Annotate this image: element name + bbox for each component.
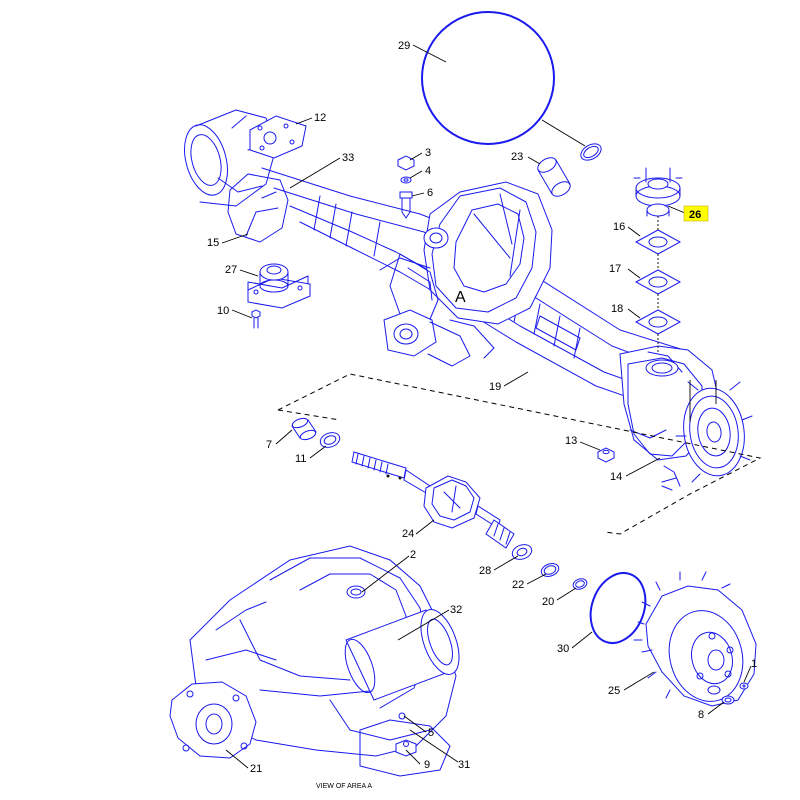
callout-30: 30: [557, 643, 569, 655]
nut-8: [707, 685, 735, 705]
bearing-carrier-27: [247, 263, 311, 309]
callout-21: 21: [250, 763, 262, 775]
bolt-10: [251, 309, 261, 329]
callout-8: 8: [698, 709, 704, 721]
callout-32: 32: [450, 604, 462, 616]
callout-1: 1: [751, 658, 757, 670]
callout-23: 23: [511, 151, 523, 163]
nut-13: [597, 447, 615, 463]
callout-20: 20: [542, 596, 554, 608]
axle-housing-19: [184, 109, 753, 491]
callout-13: 13: [565, 435, 577, 447]
callout-12: 12: [314, 112, 326, 124]
gasket-18: [634, 309, 682, 335]
callout-19: 19: [489, 381, 501, 393]
bushing-23: [537, 143, 602, 197]
screw-1: [739, 682, 749, 690]
callout-7: 7: [266, 439, 272, 451]
callout-16: 16: [613, 221, 625, 233]
callout-29: 29: [398, 40, 410, 52]
o-ring-30: [589, 572, 647, 644]
callout-14: 14: [610, 471, 622, 483]
callout-5: 5: [428, 727, 434, 739]
callout-27: 27: [225, 264, 237, 276]
hub-drum-25: [633, 571, 757, 707]
ring-22: [540, 563, 560, 577]
bushing-7: [291, 417, 317, 441]
callout-9: 9: [424, 759, 430, 771]
callout-26-highlight: [683, 205, 709, 222]
callout-4: 4: [425, 165, 431, 177]
o-ring-29: [421, 11, 555, 145]
callout-26: 26: [689, 209, 701, 221]
callout-11: 11: [295, 453, 306, 465]
area-a-marker: A: [455, 289, 466, 306]
callout-15: 15: [207, 237, 219, 249]
callout-33: 33: [342, 152, 354, 164]
ring-28: [511, 544, 533, 560]
callout-22: 22: [512, 579, 524, 591]
callout-24: 24: [402, 528, 414, 540]
view-area-dashed-outline: [277, 373, 762, 535]
gasket-17: [634, 269, 682, 295]
callout-3: 3: [425, 147, 431, 159]
ring-20: [572, 578, 588, 590]
axle-shaft-24: [351, 451, 515, 549]
callout-25: 25: [608, 685, 620, 697]
callout-18: 18: [611, 303, 623, 315]
callout-17: 17: [609, 263, 621, 275]
view-caption: VIEW OF AREA A: [316, 783, 372, 790]
gasket-16: [634, 229, 682, 255]
seal-11: [319, 432, 341, 448]
callout-6: 6: [427, 187, 433, 199]
view-of-area-a-detail: [169, 545, 460, 777]
callout-28: 28: [479, 565, 491, 577]
leader-lines: [221, 44, 752, 769]
callout-10: 10: [217, 305, 229, 317]
view-area-dashed-outline-2: [277, 409, 341, 421]
flange-26: [633, 167, 683, 217]
callout-2: 2: [410, 549, 416, 561]
callout-31: 31: [458, 759, 470, 771]
